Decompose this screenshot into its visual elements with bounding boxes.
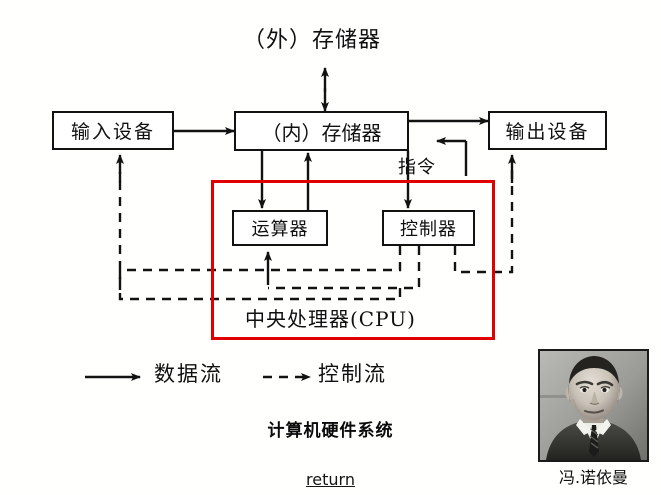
diagram-title: 计算机硬件系统: [267, 421, 394, 441]
portrait-block: 冯.诺依曼: [538, 349, 649, 492]
portrait-caption: 冯.诺依曼: [558, 468, 629, 487]
legend-data-flow-label: 数据流: [154, 362, 223, 386]
legend: 数据流 控制流: [80, 360, 460, 392]
instruction-edge-label: 指令: [398, 157, 436, 178]
edge-bottom-bus-to-input: [118, 172, 402, 301]
cpu-boundary-box: [211, 180, 495, 340]
legend-control-flow-label: 控制流: [318, 362, 387, 386]
output-device-box[interactable]: 输出设备: [488, 111, 607, 150]
memory-box[interactable]: （内）存储器: [234, 111, 409, 151]
cpu-label: 中央处理器(CPU): [245, 307, 416, 331]
edge-control-to-input: [118, 246, 402, 290]
portrait-image: [540, 351, 647, 460]
von-neumann-photo: [538, 349, 649, 462]
return-link-text[interactable]: return: [306, 470, 355, 489]
return-link[interactable]: return: [0, 470, 661, 489]
external-storage-label: （外）存储器: [243, 28, 382, 53]
edge-control-to-output: [453, 165, 514, 274]
control-unit-box[interactable]: 控制器: [382, 210, 475, 246]
input-device-box[interactable]: 输入设备: [52, 111, 174, 150]
alu-box[interactable]: 运算器: [232, 210, 328, 246]
